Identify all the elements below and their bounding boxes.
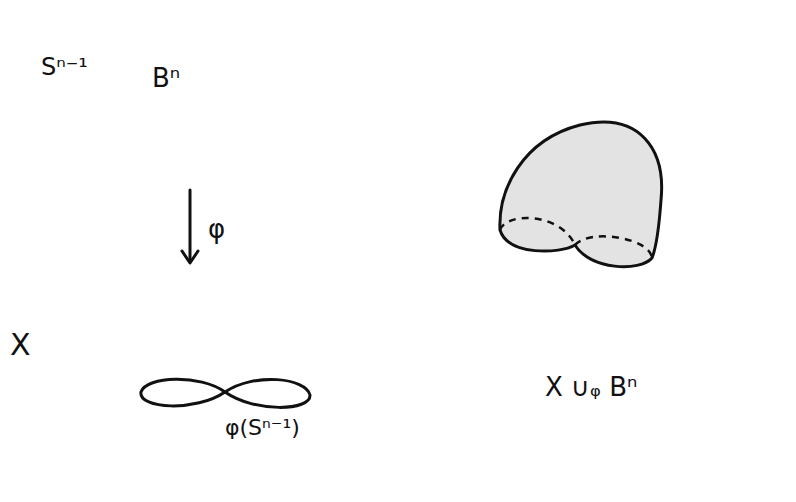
hidden-boundary-dashes bbox=[500, 218, 652, 258]
disk-outline bbox=[94, 6, 220, 126]
text-holder: Sⁿ⁻¹ bbox=[41, 54, 88, 80]
text-holder: X ∪ᵩ Bⁿ bbox=[545, 373, 637, 402]
attaching-image-label: φ(Sⁿ⁻¹) bbox=[225, 416, 300, 440]
node-outline bbox=[378, 155, 795, 335]
attached-cell-dome bbox=[500, 122, 662, 267]
plane-outline bbox=[380, 157, 793, 333]
text-holder: X bbox=[10, 328, 31, 361]
map-arrow bbox=[189, 190, 192, 261]
node-outline bbox=[45, 320, 430, 500]
boundary-sphere-label: Sⁿ⁻¹ bbox=[41, 54, 88, 80]
figure-eight-curve bbox=[141, 379, 310, 407]
adjunction-space-label: X ∪ᵩ Bⁿ bbox=[545, 373, 637, 402]
arrowhead bbox=[182, 251, 198, 263]
plane-outline bbox=[48, 322, 428, 498]
space-plane: Xφ(Sⁿ⁻¹) bbox=[45, 320, 430, 500]
map-label: φ bbox=[206, 215, 227, 244]
space-label: X bbox=[10, 328, 31, 361]
text-holder: φ(Sⁿ⁻¹) bbox=[225, 416, 300, 440]
ball-disk: Sⁿ⁻¹Bⁿ bbox=[92, 4, 222, 128]
adjunction-space-plane: X ∪ᵩ Bⁿ bbox=[378, 155, 795, 335]
map-arrow-group bbox=[182, 190, 198, 263]
text-holder: Bⁿ bbox=[152, 64, 180, 93]
ball-label: Bⁿ bbox=[152, 64, 180, 93]
